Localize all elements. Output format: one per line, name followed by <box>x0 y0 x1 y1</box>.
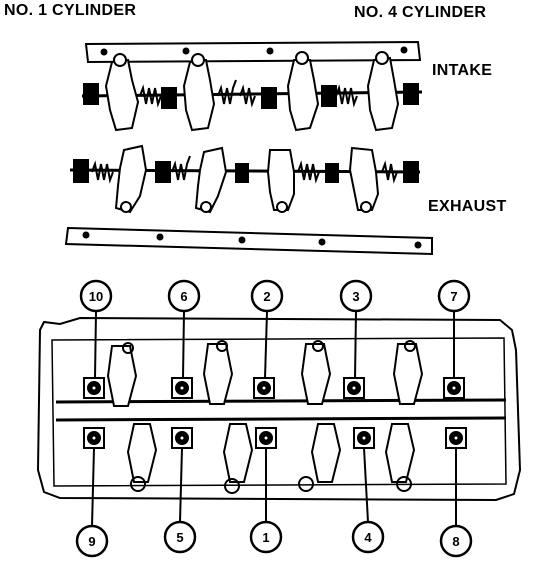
callout-top-3: 2 <box>250 279 284 379</box>
intake-retainer-bar <box>84 40 422 64</box>
sequence-number: 1 <box>262 530 269 545</box>
callout-bottom-2: 5 <box>163 447 197 554</box>
intake-label: INTAKE <box>432 62 493 79</box>
sequence-number: 6 <box>180 289 187 304</box>
bolt-bottom-2 <box>171 427 193 449</box>
sequence-number: 2 <box>263 289 270 304</box>
bolt-bottom-4 <box>353 427 375 449</box>
callout-bottom-5: 8 <box>439 448 473 558</box>
bolt-bottom-3 <box>255 427 277 449</box>
exhaust-retainer-bar <box>64 226 433 256</box>
cylinder-head <box>36 316 522 502</box>
callout-bottom-4: 4 <box>351 447 385 554</box>
bolt-top-5 <box>443 377 465 399</box>
exhaust-rocker-4 <box>348 146 380 211</box>
callout-bottom-3: 1 <box>249 448 283 554</box>
bolt-top-1 <box>83 377 105 399</box>
intake-rocker-2 <box>182 58 216 132</box>
exhaust-rocker-2 <box>194 146 228 214</box>
callouts-top: 10 6 2 3 7 <box>79 279 471 379</box>
intake-rocker-4 <box>366 56 400 132</box>
bolt-top-4 <box>343 377 365 399</box>
callout-top-4: 3 <box>339 279 373 379</box>
sequence-number: 3 <box>352 289 359 304</box>
intake-rocker-3 <box>286 59 320 132</box>
exhaust-label: EXHAUST <box>428 198 507 215</box>
callouts-bottom: 9 5 1 4 8 <box>75 447 473 558</box>
bolt-bottom-1 <box>83 427 105 449</box>
intake-rocker-assembly <box>81 40 423 132</box>
exhaust-rocker-1 <box>114 144 148 214</box>
head-bolts <box>83 377 467 449</box>
sequence-number: 8 <box>452 534 459 549</box>
exhaust-rocker-assembly <box>64 144 433 256</box>
bolt-top-2 <box>171 377 193 399</box>
bolt-top-3 <box>253 377 275 399</box>
exhaust-rocker-3 <box>266 149 295 211</box>
sequence-number: 9 <box>88 534 95 549</box>
sequence-number: 5 <box>176 530 183 545</box>
intake-rocker-1 <box>104 58 140 132</box>
no1-cylinder-label: NO. 1 CYLINDER <box>4 2 137 19</box>
sequence-number: 4 <box>364 530 372 545</box>
sequence-number: 10 <box>89 289 103 304</box>
bolt-bottom-5 <box>445 427 467 449</box>
callout-top-1: 10 <box>79 279 113 379</box>
no4-cylinder-label: NO. 4 CYLINDER <box>354 4 487 21</box>
callout-top-5: 7 <box>437 279 471 378</box>
callout-bottom-1: 9 <box>75 447 109 558</box>
callout-top-2: 6 <box>167 279 201 379</box>
sequence-number: 7 <box>450 289 457 304</box>
